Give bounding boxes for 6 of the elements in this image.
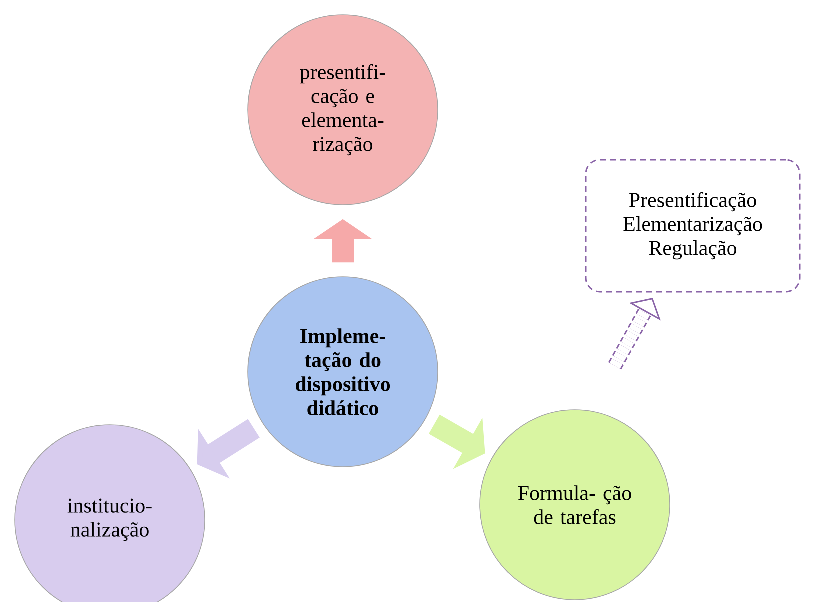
circle-node: institucio- nalização: [14, 424, 206, 602]
circle-node: Impleme- tação do dispositivo didático: [248, 276, 438, 468]
circle-node: presentifi- cação e elementa- rização: [248, 14, 438, 206]
circle-node: Formula- ção de tarefas: [480, 410, 670, 600]
block-arrow: [197, 419, 260, 479]
callout-box: Presentificação Elementarização Regulação: [585, 159, 801, 293]
